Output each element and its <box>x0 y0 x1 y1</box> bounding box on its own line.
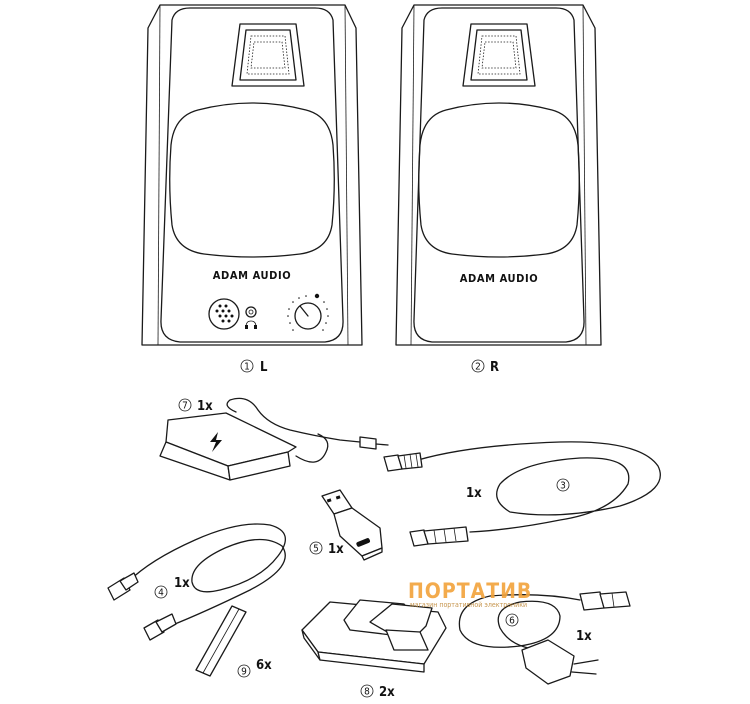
number-8: 8 <box>364 687 370 698</box>
feet-strips <box>195 605 247 677</box>
number-3: 3 <box>560 481 566 492</box>
number-9: 9 <box>241 667 247 678</box>
speaker-left: ADAM AUDIO <box>141 4 363 346</box>
woofer-left <box>169 102 335 258</box>
usb-adapter <box>321 489 383 561</box>
qty-3: 1x <box>466 486 482 501</box>
number-6: 6 <box>509 616 515 627</box>
number-7: 7 <box>182 401 188 412</box>
qty-5: 1x <box>328 542 344 557</box>
brand-label-right: ADAM AUDIO <box>460 272 539 285</box>
qty-6: 1x <box>576 629 592 644</box>
number-2: 2 <box>475 362 481 373</box>
label-power-cord: 6 1x <box>505 613 592 644</box>
tweeter-left <box>231 23 305 87</box>
number-4: 4 <box>158 588 164 599</box>
tweeter-right <box>462 23 536 87</box>
cable-xlr <box>383 441 661 547</box>
label-cable-usb: 4 1x <box>154 576 190 599</box>
speaker-left-label: L <box>260 360 268 375</box>
brand-label-left: ADAM AUDIO <box>213 269 292 282</box>
cable-usb <box>107 523 286 641</box>
power-supply <box>159 397 389 481</box>
woofer-right <box>418 102 580 258</box>
headphone-jack-left <box>245 306 257 329</box>
number-1: 1 <box>244 362 250 373</box>
label-feet-strips: 9 6x <box>237 658 272 678</box>
volume-knob-left <box>287 293 329 331</box>
watermark-main: ПОРТАТИВ <box>408 579 532 603</box>
speaker-right: ADAM AUDIO <box>395 4 602 346</box>
label-speaker-right: 2 R <box>471 359 499 375</box>
lightning-bolt-icon <box>210 432 222 452</box>
label-speaker-left: 1 L <box>240 359 268 375</box>
speaker-right-label: R <box>490 360 499 375</box>
watermark-sub: магазин портативной электроники <box>410 601 527 609</box>
label-usb-adapter: 5 1x <box>309 541 344 557</box>
label-isolation-pads: 8 2x <box>360 684 395 700</box>
isolation-pads <box>301 599 447 673</box>
label-power-supply: 7 1x <box>178 398 213 414</box>
store-watermark: ПОРТАТИВ магазин портативной электроники <box>408 579 532 609</box>
power-cord <box>458 591 631 685</box>
label-cable-xlr: 3 1x <box>466 478 570 501</box>
logo-button-left <box>208 298 240 330</box>
qty-7: 1x <box>197 399 213 414</box>
number-5: 5 <box>313 544 319 555</box>
qty-9: 6x <box>256 658 272 673</box>
qty-4: 1x <box>174 576 190 591</box>
qty-8: 2x <box>379 685 395 700</box>
